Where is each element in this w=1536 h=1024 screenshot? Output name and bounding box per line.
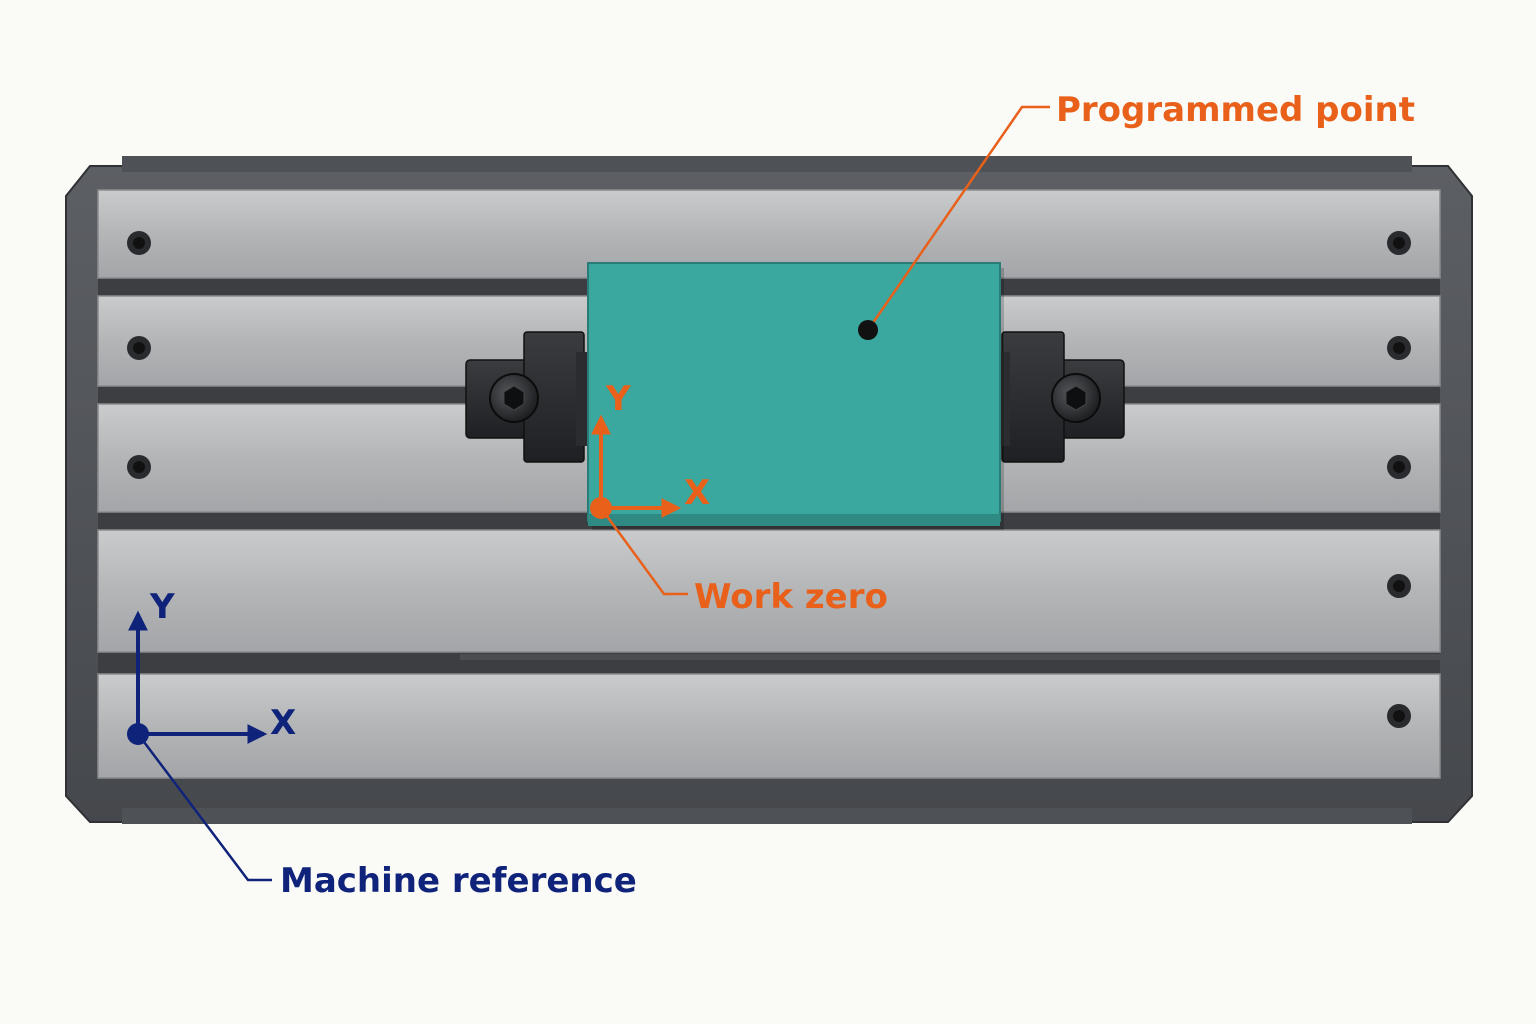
machine-reference-leader — [137, 733, 272, 882]
machine-coordinate-system — [127, 610, 272, 882]
machine-y-axis-label: Y — [149, 587, 175, 627]
table-bottom-lip — [122, 808, 1412, 824]
work-x-axis-label: X — [684, 473, 710, 513]
programmed-point-marker — [858, 105, 1050, 340]
mounting-hole-icon — [1387, 574, 1411, 598]
mounting-hole-icon — [1387, 231, 1411, 255]
work-zero-label: Work zero — [694, 577, 888, 617]
work-zero-leader — [599, 507, 688, 596]
work-zero-dot-icon — [590, 497, 612, 519]
mounting-holes — [127, 231, 1411, 728]
mounting-hole-icon — [127, 231, 151, 255]
mounting-hole-icon — [1387, 336, 1411, 360]
machine-reference-label: Machine reference — [280, 861, 637, 901]
mounting-hole-icon — [127, 336, 151, 360]
machine-reference-dot-icon — [127, 723, 149, 745]
hex-socket-bolt-icon — [1051, 373, 1101, 423]
programmed-point-leader — [866, 105, 1050, 331]
mounting-hole-icon — [1387, 455, 1411, 479]
workpiece-block — [587, 262, 1001, 522]
rail-shadow — [460, 654, 1440, 660]
dot-marker-icon — [858, 320, 878, 340]
mounting-hole-icon — [127, 455, 151, 479]
hex-socket-bolt-icon — [489, 373, 539, 423]
programmed-point-label: Programmed point — [1056, 90, 1415, 130]
work-y-axis-label: Y — [605, 379, 631, 419]
table-rail — [97, 529, 1441, 653]
work-coordinate-system — [590, 414, 688, 596]
machine-x-axis-label: X — [270, 703, 296, 743]
right-clamp — [996, 331, 1125, 463]
table-top-lip — [122, 156, 1412, 172]
mounting-hole-icon — [1387, 704, 1411, 728]
workpiece — [587, 262, 1004, 530]
table-rail — [97, 673, 1441, 779]
left-clamp — [465, 331, 590, 463]
